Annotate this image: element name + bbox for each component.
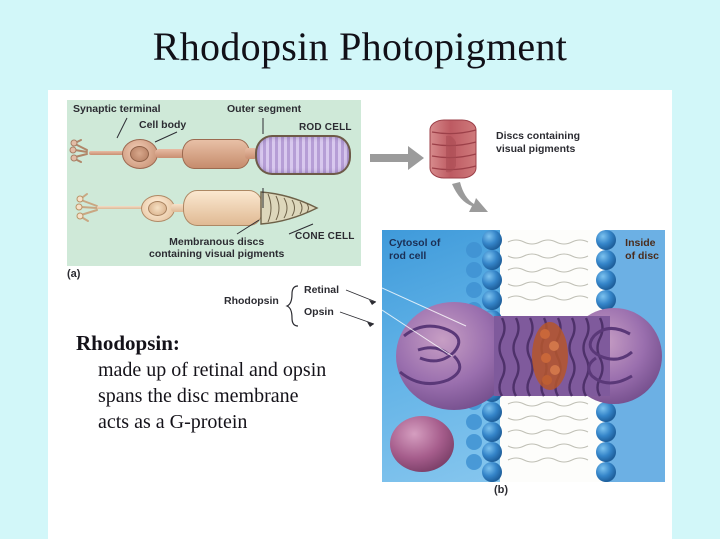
label-inside-of-disc: Inside of disc	[625, 237, 659, 262]
rod-connecting-stalk	[155, 149, 185, 158]
bracket-and-leaders	[285, 285, 377, 327]
body-heading: Rhodopsin:	[76, 331, 180, 355]
panel-a-leader-lines	[116, 117, 314, 235]
cone-outer-segment-discs	[259, 188, 321, 228]
label-synaptic-terminal: Synaptic terminal	[73, 103, 161, 115]
rod-cell-drawing	[67, 130, 361, 178]
cone-nucleus	[148, 201, 167, 216]
retinal-chromophore	[532, 322, 568, 390]
panel-b-caption: (b)	[494, 484, 509, 496]
cone-connecting-stalk	[171, 204, 187, 212]
cone-axon	[97, 206, 145, 209]
cone-cell-svg	[75, 193, 98, 222]
cytosolic-vesicle	[390, 416, 454, 472]
visual-pigment-disc-stack	[426, 116, 482, 182]
panel-b-membrane-diagram: Cytosol of rod cell Inside of disc (b)	[382, 230, 665, 502]
rod-axon	[89, 151, 129, 155]
label-cytosol-of-rod-cell: Cytosol of rod cell	[389, 237, 441, 262]
page-title: Rhodopsin Photopigment	[152, 24, 568, 69]
panel-b-image: Cytosol of rod cell Inside of disc	[382, 230, 665, 482]
body-line-1: made up of retinal and opsin	[98, 359, 327, 381]
label-rod-cell: ROD CELL	[299, 122, 352, 133]
membrane-svg	[382, 230, 662, 482]
disc-stack-arrows	[370, 146, 488, 212]
disc-stack-illustration: Discs containing visual pigments	[368, 102, 668, 212]
rod-inner-segment	[182, 139, 250, 169]
label-cone-cell: CONE CELL	[295, 231, 355, 242]
rhodopsin-protein	[396, 302, 662, 410]
body-text-block: Rhodopsin: made up of retinal and opsin …	[76, 330, 376, 435]
label-membranous-discs: Membranous discs containing visual pigme…	[149, 236, 285, 260]
label-outer-segment: Outer segment	[227, 103, 302, 115]
body-line-3: acts as a G-protein	[98, 411, 248, 433]
panel-a-caption: (a)	[67, 268, 81, 280]
rod-neck	[245, 148, 257, 159]
label-opsin: Opsin	[304, 306, 334, 318]
rod-outer-segment-discs	[255, 135, 351, 175]
lipid-heads-right	[596, 230, 616, 482]
label-rhodopsin: Rhodopsin	[224, 295, 279, 307]
rhodopsin-bracket-labels: Rhodopsin Retinal Opsin	[224, 282, 404, 330]
body-line-2: spans the disc membrane	[98, 385, 299, 407]
content-canvas: Synaptic terminal Cell body Outer segmen…	[48, 90, 672, 539]
disc-stack-svg	[429, 119, 477, 179]
cone-inner-segment	[183, 190, 263, 226]
cone-outer-segment-svg	[260, 191, 319, 225]
label-discs-containing-visual-pigments: Discs containing visual pigments	[496, 130, 581, 156]
panel-a-photoreceptor-diagram: Synaptic terminal Cell body Outer segmen…	[67, 100, 361, 266]
label-retinal: Retinal	[304, 284, 340, 296]
label-cell-body: Cell body	[139, 119, 187, 131]
rod-cell-svg	[69, 139, 88, 163]
cone-cell-drawing	[67, 186, 361, 234]
rod-nucleus	[130, 146, 149, 162]
